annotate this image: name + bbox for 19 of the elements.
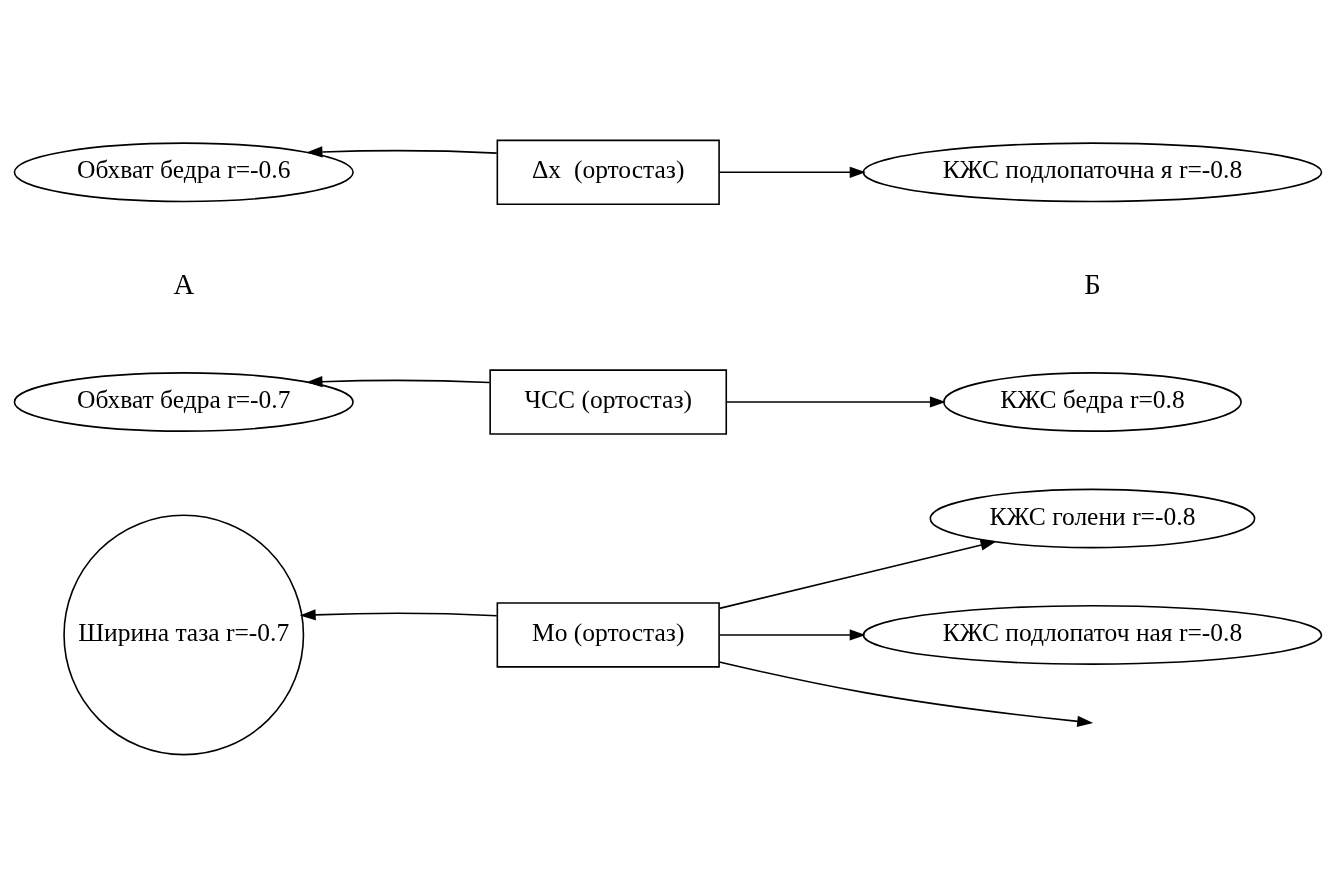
node-ellipse: КЖС подлопаточна я r=-0.8 — [862, 141, 1323, 202]
arrow — [726, 395, 946, 408]
node-ellipse: Обхват бедра r=-0.7 — [13, 371, 354, 432]
node-ellipse: КЖС подлопаточ ная r=-0.8 — [862, 604, 1323, 665]
node-box: Mo (ортостаз) — [496, 601, 720, 668]
arrow — [718, 539, 997, 609]
arrow — [299, 608, 498, 620]
label: Б — [1084, 267, 1101, 300]
node-ellipse: Обхват бедра r=-0.6 — [13, 141, 354, 202]
node-ellipse: КЖС бедра r=0.8 — [943, 371, 1242, 432]
arrow — [718, 628, 866, 641]
arrow — [306, 375, 491, 387]
node-box: Δx (ортостаз) — [496, 139, 720, 205]
label: А — [173, 267, 195, 300]
arrow — [718, 660, 1094, 727]
arrow — [718, 166, 866, 178]
arrow — [306, 145, 498, 158]
node-box: ЧСС (ортостаз) — [489, 368, 728, 435]
node-circle: Ширина таза r=-0.7 — [63, 513, 305, 755]
